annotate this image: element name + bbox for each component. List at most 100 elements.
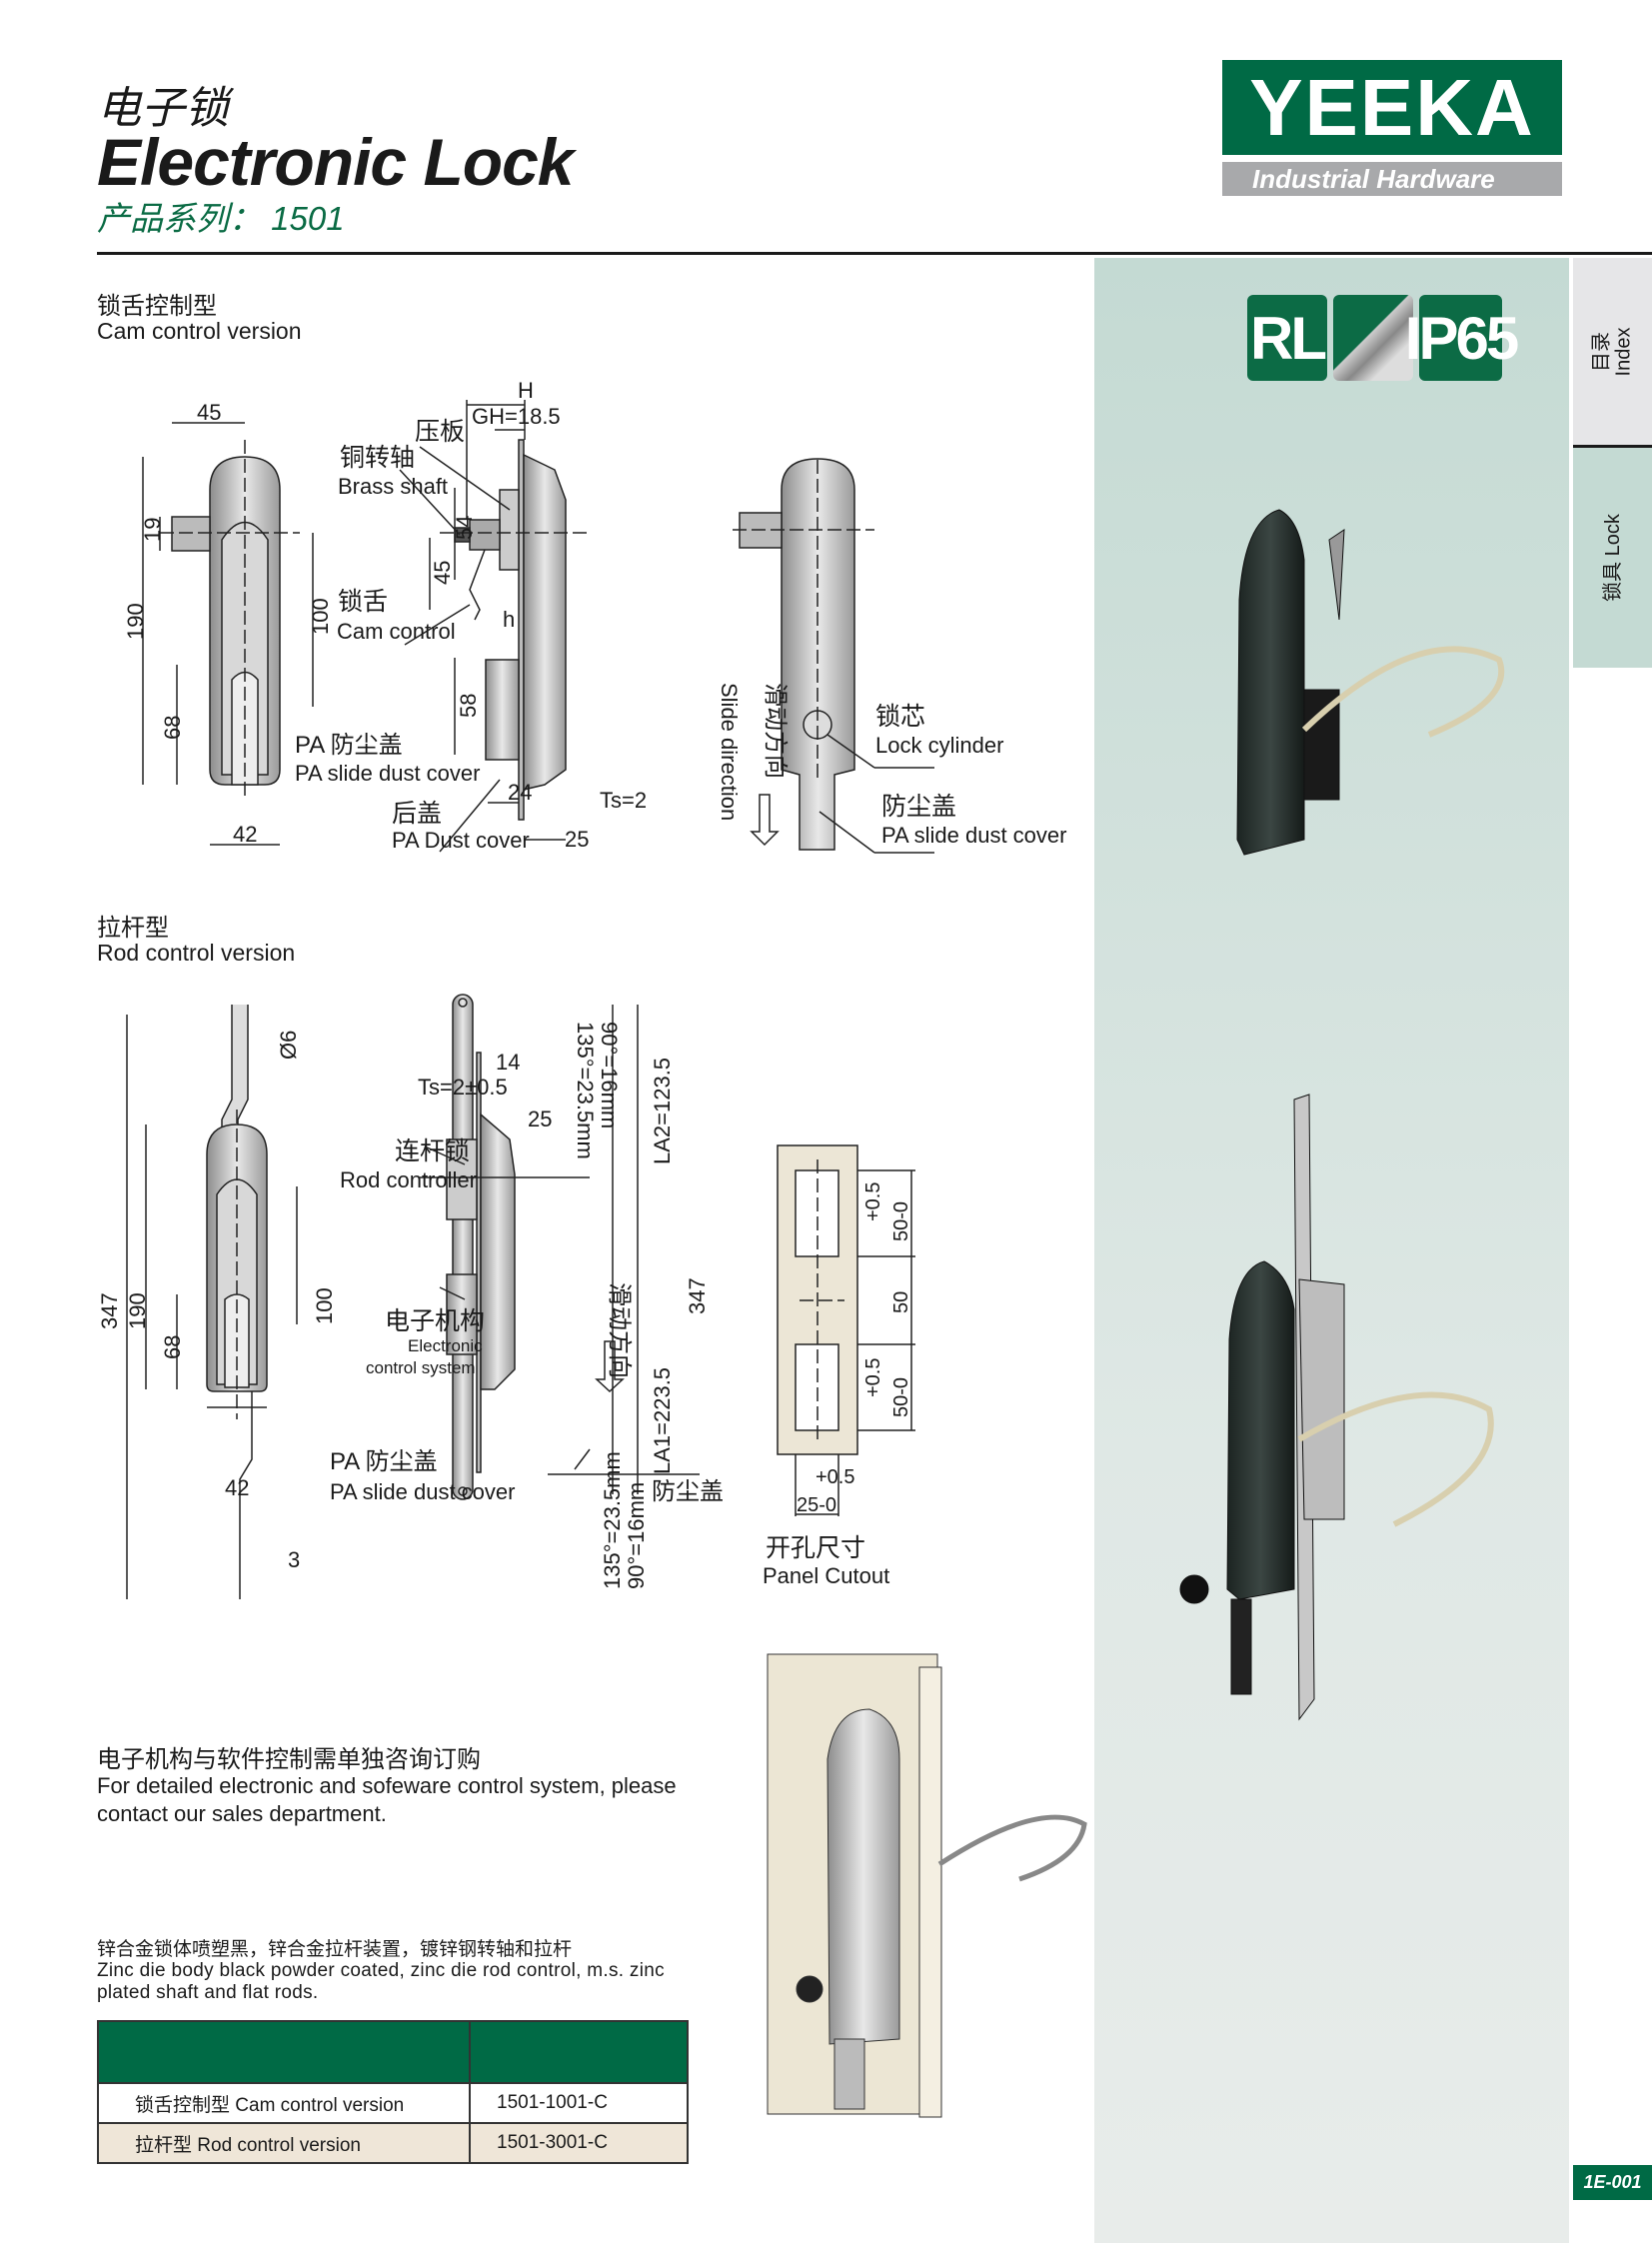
handle-badge-icon — [1333, 295, 1413, 381]
label-press-plate: 压板 — [415, 418, 465, 446]
label-rod-slide-cover-en: PA slide dust cover — [330, 1479, 515, 1504]
dim-58: 58 — [456, 694, 481, 718]
product-code-cell: 1501-3001-C — [469, 2122, 689, 2164]
dim-54: 54 — [452, 516, 477, 540]
cam-handle-side-view — [399, 400, 590, 853]
dim-190: 190 — [123, 603, 148, 640]
label-lock-cylinder-cn: 锁芯 — [875, 703, 925, 731]
dim-la2: LA2=123.5 — [650, 1058, 675, 1164]
dim-14: 14 — [496, 1050, 520, 1075]
page-title: Electronic Lock — [97, 125, 574, 199]
note-english: For detailed electronic and sofeware con… — [97, 1773, 677, 1826]
rod-handle-front-view — [126, 1005, 298, 1599]
dim-h: h — [503, 607, 515, 632]
cutout-dim-25: 25-0 — [797, 1494, 836, 1516]
label-cam-cn: 锁舌 — [338, 588, 388, 616]
dim-ts-rod: Ts=2±0.5 — [418, 1075, 508, 1100]
dim-3: 3 — [288, 1547, 300, 1572]
rl-badge: RL — [1247, 295, 1327, 381]
rod-section-title-en: Rod control version — [97, 940, 296, 966]
dim-la1: LA1=223.5 — [650, 1367, 675, 1474]
label-slide-direction-cn: 滑动方向 — [762, 683, 789, 779]
dim-45: 45 — [197, 400, 221, 425]
rod-handle-side-view — [420, 994, 700, 1500]
label-electronic-cn: 电子机构 — [385, 1307, 485, 1335]
label-rod-slide-cover-cn: PA 防尘盖 — [330, 1448, 438, 1475]
product-name-cell: 锁舌控制型 Cam control version — [97, 2082, 471, 2124]
table-row: 锁舌控制型 Cam control version 1501-1001-C — [97, 2082, 689, 2124]
title-chinese: 电子锁 — [97, 84, 229, 133]
brand-logo: YEEKA Industrial Hardware — [1222, 60, 1562, 196]
cam-lock-photo — [1236, 509, 1505, 856]
page-number: 1E-001 — [1573, 2165, 1652, 2200]
label-cam-en: Cam control — [337, 619, 456, 644]
label-slide-cover-en: PA slide dust cover — [295, 761, 480, 786]
cam-section-title-cn: 锁舌控制型 — [97, 293, 217, 320]
panel-cutout-drawing — [777, 1144, 915, 1516]
dim-190-rod: 190 — [125, 1292, 150, 1329]
logo-tagline: Industrial Hardware — [1222, 162, 1562, 196]
label-dust-cover-en: PA slide dust cover — [881, 823, 1066, 848]
product-name-cell: 拉杆型 Rod control version — [97, 2122, 471, 2164]
cutout-title-en: Panel Cutout — [763, 1563, 889, 1588]
dim-25: 25 — [565, 827, 589, 852]
dim-45-cam: 45 — [430, 561, 455, 585]
cutout-dim-50b: 50-0 — [890, 1377, 912, 1417]
dim-42-rod: 42 — [225, 1475, 249, 1500]
dim-H: H — [518, 378, 534, 403]
label-brass-shaft-cn: 铜转轴 — [340, 444, 415, 472]
label-slide-direction-en: Slide direction — [717, 683, 742, 821]
cutout-tol-3: +0.5 — [816, 1466, 854, 1488]
cam-handle-front-view — [142, 422, 314, 846]
dim-25-rod: 25 — [528, 1107, 552, 1131]
header-divider — [97, 252, 1652, 255]
dim-347: 347 — [97, 1292, 122, 1329]
ordering-table: 锁舌控制型 Cam control version 1501-1001-C 拉杆… — [97, 2020, 689, 2164]
cutout-tol-2: +0.5 — [862, 1358, 884, 1397]
label-rod-controller-cn: 连杆锁 — [395, 1137, 470, 1165]
dim-bot-135: 135°=23.5mm — [600, 1451, 625, 1589]
dim-68-rod: 68 — [160, 1335, 185, 1359]
label-rod-dust-cover: 防尘盖 — [652, 1478, 724, 1505]
cam-handle-lock-cylinder-view — [733, 458, 934, 854]
product-image-panel — [1094, 258, 1569, 2243]
label-electronic-en1: Electronic — [408, 1336, 483, 1355]
dim-phi6: Ø6 — [276, 1031, 301, 1060]
dim-top-135: 135°=23.5mm — [573, 1022, 598, 1159]
dim-24: 24 — [508, 780, 532, 805]
dim-68: 68 — [160, 716, 185, 740]
table-header-row — [97, 2020, 689, 2084]
table-row: 拉杆型 Rod control version 1501-3001-C — [97, 2122, 689, 2164]
dim-42: 42 — [233, 822, 257, 847]
mounted-lock-photo — [767, 1653, 1087, 2118]
cutout-dim-50: 50 — [890, 1291, 912, 1313]
material-english: Zinc die body black powder coated, zinc … — [97, 1960, 665, 2003]
label-back-cover-en: PA Dust cover — [392, 828, 530, 853]
material-chinese: 锌合金锁体喷塑黑，锌合金拉杆装置，镀锌钢转轴和拉杆 — [97, 1939, 573, 1960]
ip65-badge: IP65 — [1405, 295, 1519, 381]
cutout-tol-1: +0.5 — [862, 1182, 884, 1221]
label-rod-slide-direction: 滑动方向 — [606, 1282, 633, 1378]
logo-wordmark: YEEKA — [1222, 60, 1562, 155]
dim-19: 19 — [140, 518, 165, 542]
label-electronic-en2: control system — [366, 1358, 476, 1377]
rod-section-title-cn: 拉杆型 — [97, 915, 169, 942]
dim-100-rod: 100 — [312, 1287, 337, 1324]
label-dust-cover-cn: 防尘盖 — [881, 793, 956, 821]
dim-bot-90: 90°=16mm — [624, 1482, 649, 1589]
rod-lock-photo — [1179, 1094, 1494, 1721]
tab-lock[interactable]: 锁具 Lock — [1573, 448, 1652, 668]
product-series: 产品系列： 1501 — [97, 200, 345, 237]
product-code-cell: 1501-1001-C — [469, 2082, 689, 2124]
label-back-cover-cn: 后盖 — [392, 800, 442, 828]
dim-100: 100 — [308, 598, 333, 635]
label-brass-shaft-en: Brass shaft — [338, 474, 448, 499]
dim-GH: GH=18.5 — [472, 404, 561, 429]
cutout-title-cn: 开孔尺寸 — [766, 1534, 865, 1562]
label-rod-controller-en: Rod controller — [340, 1167, 477, 1192]
cam-section-title-en: Cam control version — [97, 318, 302, 344]
cutout-dim-50a: 50-0 — [890, 1201, 912, 1241]
dim-top-90: 90°=16mm — [597, 1022, 622, 1128]
